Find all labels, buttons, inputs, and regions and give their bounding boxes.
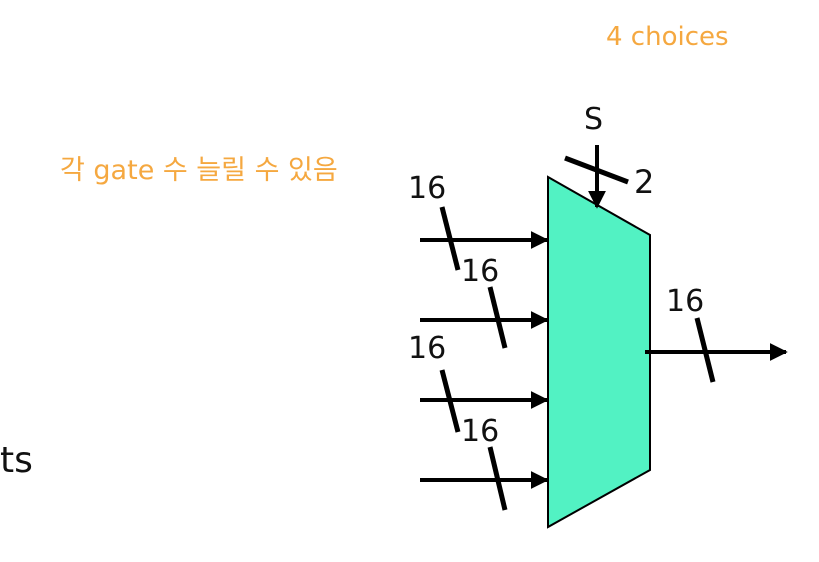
annotation-gate-count-note: 각 gate 수 늘릴 수 있음 xyxy=(60,155,338,186)
output-width-label: 16 xyxy=(666,284,704,319)
input-bus-slash-2 xyxy=(487,286,508,349)
input-width-label-4: 16 xyxy=(461,414,499,449)
partial-slide-text: ts xyxy=(0,440,33,481)
input-width-label-1: 16 xyxy=(408,171,446,206)
mux-body xyxy=(547,175,651,529)
input-bus-slash-3 xyxy=(439,369,461,433)
annotation-four-choices: 4 choices xyxy=(606,22,729,52)
input-width-label-3: 16 xyxy=(408,331,446,366)
input-width-label-2: 16 xyxy=(461,254,499,289)
select-width-label: 2 xyxy=(634,163,654,201)
input-bus-slash-1 xyxy=(439,206,461,271)
select-bus-slash xyxy=(564,155,629,185)
input-bus-slash-4 xyxy=(487,446,508,511)
select-label: S xyxy=(584,102,603,137)
output-bus-slash xyxy=(694,317,716,383)
